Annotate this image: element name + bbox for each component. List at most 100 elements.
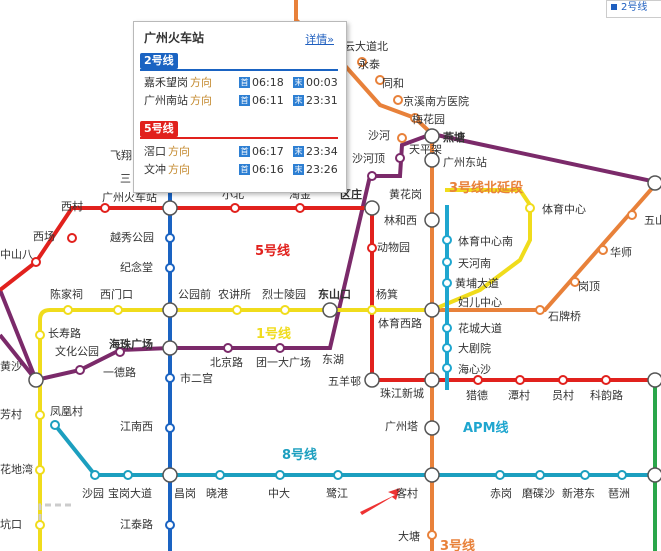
- interchange-linhexi: [424, 212, 440, 228]
- station-lujiang: [333, 470, 343, 480]
- svg-text:动物园: 动物园: [377, 240, 410, 254]
- svg-text:海珠广场: 海珠广场: [109, 337, 153, 351]
- first-train-icon: 首: [239, 95, 250, 106]
- station-jingxi: [393, 95, 403, 105]
- legend-line2[interactable]: 2号线: [606, 0, 661, 18]
- stations[interactable]: [31, 57, 637, 540]
- station-chenjiaci: [63, 305, 73, 315]
- svg-text:新港东: 新港东: [562, 486, 595, 500]
- label-apm: APM线: [463, 420, 509, 436]
- interchange-gzdong: [424, 152, 440, 168]
- station-shiergong: [165, 373, 175, 383]
- interchange-yantang: [424, 128, 440, 144]
- svg-text:农讲所: 农讲所: [218, 287, 251, 301]
- station-tuanyida: [275, 343, 285, 353]
- interchange-gongyuanqian: [162, 302, 178, 318]
- details-link[interactable]: 详情»: [305, 33, 334, 46]
- interchanges[interactable]: [28, 128, 661, 483]
- row-station: 文冲: [144, 163, 166, 176]
- row-station: 广州南站: [144, 94, 188, 107]
- svg-text:体育中心南: 体育中心南: [458, 234, 513, 248]
- station-labels: 云大道北 永泰 同和 京溪南方医院 梅花园 沙河 燕塘 天平架 沙河顶 广州东站…: [0, 39, 661, 543]
- station-meihuayuan: [410, 113, 420, 123]
- station-wushan: [627, 210, 637, 220]
- station-dajuyuan: [442, 343, 452, 353]
- station-kengkou: [35, 520, 45, 530]
- svg-text:沙园: 沙园: [82, 487, 104, 500]
- station-dongwuyuan: [367, 243, 377, 253]
- svg-text:天平架: 天平架: [409, 143, 442, 156]
- svg-text:五羊邨: 五羊邨: [328, 374, 361, 388]
- station-shahe: [395, 153, 405, 163]
- first-time: 06:18: [252, 76, 284, 89]
- row-station: 滘口: [144, 145, 166, 158]
- svg-text:西村: 西村: [61, 199, 83, 213]
- svg-text:花地湾: 花地湾: [0, 462, 33, 476]
- station-jiangtai: [165, 520, 175, 530]
- last-train-icon: 末: [293, 95, 304, 106]
- svg-text:杨箕: 杨箕: [376, 287, 398, 301]
- svg-text:东湖: 东湖: [322, 353, 344, 366]
- svg-text:石牌桥: 石牌桥: [548, 309, 581, 323]
- svg-text:广州塔: 广州塔: [385, 420, 418, 433]
- svg-text:飞翔: 飞翔: [110, 148, 132, 162]
- svg-text:昌岗: 昌岗: [174, 487, 196, 500]
- svg-text:广州东站: 广州东站: [443, 155, 487, 169]
- label-line8: 8号线: [282, 447, 317, 463]
- svg-text:大塘: 大塘: [398, 529, 420, 543]
- first-time: 06:11: [252, 94, 284, 107]
- station-liede: [473, 375, 483, 385]
- first-train-icon: 首: [239, 77, 250, 88]
- interchange-east2: [647, 372, 661, 388]
- popup-line2-header: 2号线: [140, 53, 338, 71]
- station-yide: [115, 347, 125, 357]
- interchange-kecun: [424, 467, 440, 483]
- first-train-icon: 首: [239, 164, 250, 175]
- last-time: 00:03: [306, 76, 338, 89]
- interchange-huangsha: [28, 372, 44, 388]
- label-line3: 3号线: [440, 538, 475, 551]
- svg-text:华师: 华师: [610, 245, 632, 259]
- station-xichang: [67, 233, 77, 243]
- svg-text:珠江新城: 珠江新城: [380, 386, 424, 400]
- svg-text:市二宫: 市二宫: [180, 371, 213, 385]
- svg-text:大剧院: 大剧院: [458, 341, 491, 355]
- station-nongjiangsuo: [232, 305, 242, 315]
- svg-text:岗顶: 岗顶: [578, 280, 600, 293]
- label-line3n: 3号线北延段: [449, 180, 523, 196]
- station-modiesha: [535, 470, 545, 480]
- station-xiaogang: [215, 470, 225, 480]
- station-wenhua: [75, 365, 85, 375]
- line-3-route: [294, 0, 657, 551]
- row-station: 嘉禾望岗: [144, 76, 188, 89]
- svg-text:公园前: 公园前: [178, 287, 211, 301]
- svg-text:云大道北: 云大道北: [344, 39, 388, 53]
- station-huangpudadao: [442, 278, 452, 288]
- svg-text:越秀公园: 越秀公园: [110, 230, 154, 244]
- last-train-icon: 末: [293, 77, 304, 88]
- svg-text:纪念堂: 纪念堂: [120, 260, 153, 274]
- svg-text:京溪南方医院: 京溪南方医院: [403, 94, 469, 108]
- svg-text:烈士陵园: 烈士陵园: [262, 287, 306, 301]
- legend-label: 2号线: [621, 2, 648, 13]
- label-line1: 1号线: [256, 326, 291, 342]
- station-huashi: [598, 245, 608, 255]
- station-tianhenan: [442, 257, 452, 267]
- line-dashed-south: [38, 503, 75, 530]
- interchange-tiyuxilu: [424, 302, 440, 318]
- legend-swatch-icon: [611, 4, 617, 10]
- interchange-wuyangcun: [364, 372, 380, 388]
- station-xiaobei: [230, 203, 240, 213]
- svg-text:黄沙: 黄沙: [0, 359, 22, 373]
- svg-text:坑口: 坑口: [0, 517, 22, 531]
- last-time: 23:26: [306, 163, 338, 176]
- interchange-zhujiang: [424, 372, 440, 388]
- station-tancun: [515, 375, 525, 385]
- station-pazhou: [617, 470, 627, 480]
- last-time: 23:34: [306, 145, 338, 158]
- svg-text:文化公园: 文化公园: [55, 344, 99, 358]
